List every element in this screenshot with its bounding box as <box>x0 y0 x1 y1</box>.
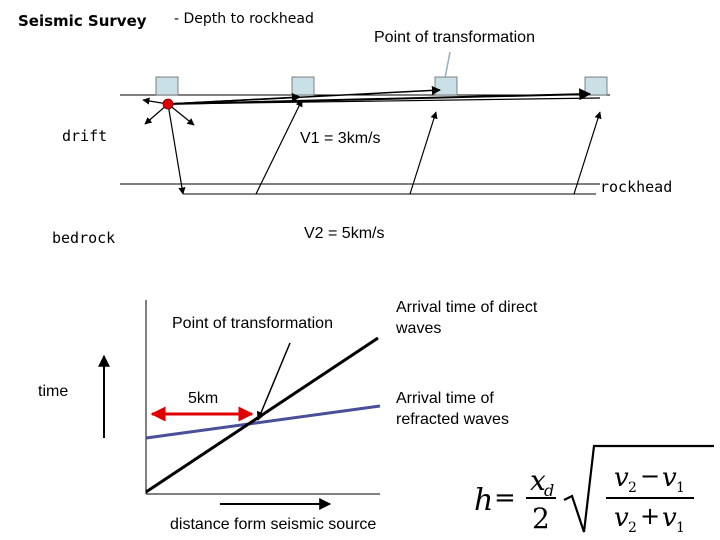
subtitle: - Depth to rockhead <box>174 11 314 27</box>
geophone <box>434 76 458 96</box>
title: Seismic Survey <box>18 12 147 30</box>
refracted-ray <box>167 103 186 195</box>
depth-formula: h = x d 2 v 2 − v 1 v 2 + v 1 <box>474 444 714 536</box>
formula-v2-bottom-sub: 2 <box>628 520 637 536</box>
formula-equals: = <box>494 483 516 513</box>
formula-v1-bottom-sub: 1 <box>676 520 685 536</box>
v1-label: V1 = 3km/s <box>300 130 381 147</box>
direct-ray <box>167 92 301 105</box>
formula-v2-bottom: v <box>614 503 629 533</box>
transformation-arrow <box>256 342 291 421</box>
arrival-direct-label-line2: waves <box>396 320 442 337</box>
point-of-transformation-label: Point of transformation <box>374 29 535 46</box>
formula-v1-top-sub: 1 <box>676 480 685 496</box>
arrival-direct-label-line1: Arrival time of direct <box>396 299 538 316</box>
refracted-ray <box>255 99 303 195</box>
formula-v1-bottom: v <box>662 503 677 533</box>
arrival-refracted-label-line1: Arrival time of <box>396 390 494 407</box>
formula-xd: x <box>530 464 546 497</box>
source-ray <box>167 103 195 126</box>
formula-minus: − <box>640 462 660 490</box>
drift-label: drift <box>62 127 108 145</box>
geophone <box>155 76 179 96</box>
bedrock-label: bedrock <box>52 229 116 247</box>
crossover-distance-label: 5km <box>188 390 219 407</box>
direct-ray <box>167 97 601 105</box>
seismic-source <box>162 98 174 110</box>
formula-v2-top: v <box>614 463 629 493</box>
arrival-refracted-label-line2: refracted waves <box>396 411 509 428</box>
leader-line <box>444 51 451 79</box>
formula-xd-sub: d <box>544 481 554 500</box>
graph-point-of-transformation-label: Point of transformation <box>172 315 333 332</box>
v2-label: V2 = 5km/s <box>304 225 385 242</box>
refracted-wave-line <box>145 404 381 440</box>
formula-h: h <box>474 483 493 518</box>
formula-sqrt-sign <box>563 444 714 533</box>
rockhead-label: rockhead <box>600 178 673 196</box>
formula-denominator: 2 <box>532 502 550 535</box>
time-axis-label: time <box>38 383 69 400</box>
formula-v1-top: v <box>662 463 677 493</box>
refracted-ray <box>409 111 438 195</box>
geophone <box>584 76 608 96</box>
formula-v2-top-sub: 2 <box>628 480 637 496</box>
formula-plus: + <box>640 502 660 530</box>
direct-ray <box>167 88 592 105</box>
x-axis-label: distance form seismic source <box>170 516 377 533</box>
refracted-ray <box>573 111 602 195</box>
geophone <box>291 76 315 96</box>
